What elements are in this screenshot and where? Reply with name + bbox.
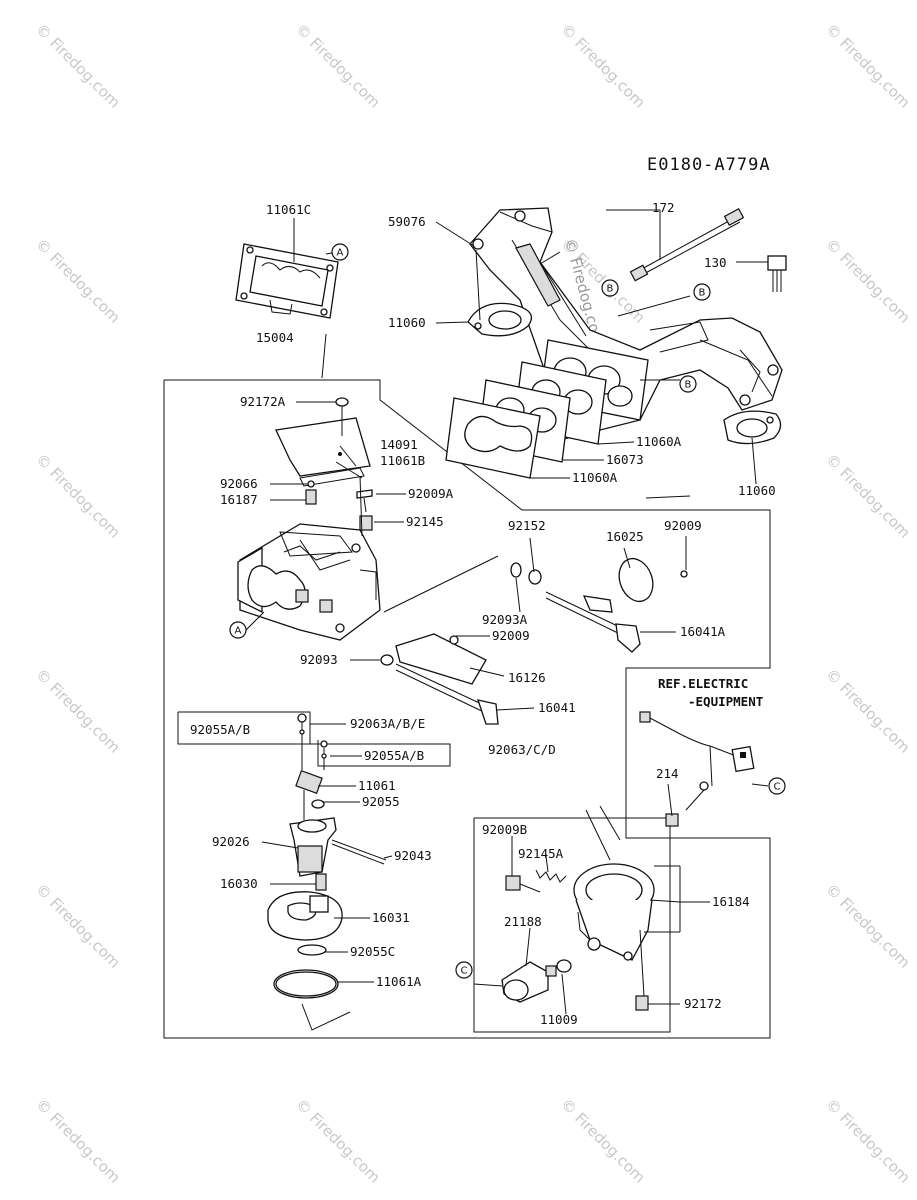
watermark: © Firedog.com: [32, 1095, 124, 1187]
part-label-11060a: 11060A: [572, 470, 618, 485]
part-label-16073: 16073: [606, 452, 644, 467]
runner-gaskets: [445, 361, 607, 479]
part-label-92093: 92093: [300, 652, 338, 667]
part-label-11009: 11009: [540, 1012, 578, 1027]
watermark: © Firedog.com: [32, 880, 124, 972]
leader-lines: [245, 209, 769, 1015]
part-label-92066: 92066: [220, 476, 258, 491]
part-label-92063abe: 92063A/B/E: [350, 716, 425, 731]
part-label-15004: 15004: [256, 330, 294, 345]
diagram-code: E0180-A779A: [647, 155, 771, 175]
part-label-92009a: 92009A: [408, 486, 454, 501]
ref-electric-note: REF.ELECTRIC -EQUIPMENT: [658, 676, 763, 709]
callout-a-letter: A: [235, 626, 242, 637]
part-label-92093a: 92093A: [482, 612, 528, 627]
callout-circles: A B B B A C C: [229, 243, 786, 979]
callout-a-circle: [331, 243, 349, 261]
watermark: © Firedog.com: [822, 450, 914, 542]
part-label-92009b: 92009B: [482, 822, 527, 837]
gasket-11061c: [235, 218, 339, 319]
part-label-92172a: 92172A: [240, 394, 286, 409]
watermark: © Firedog.com: [822, 20, 914, 112]
callout-c-circle: [455, 961, 473, 979]
part-label-16025: 16025: [606, 529, 644, 544]
watermark: © Firedog.com: [822, 235, 914, 327]
watermark: © Firedog.com: [32, 235, 124, 327]
part-label-21188: 21188: [504, 914, 542, 929]
ref-note-line2: -EQUIPMENT: [688, 694, 763, 709]
electric-assembly: [639, 711, 755, 827]
part-label-92172: 92172: [684, 996, 722, 1011]
callout-b-letter: B: [699, 288, 706, 299]
part-label-92145: 92145: [406, 514, 444, 529]
part-label-92055c: 92055C: [350, 944, 395, 959]
callout-b-letter: B: [607, 284, 614, 295]
part-labels: 11061C 59076 172 130 11060 15004 11060A …: [190, 200, 776, 1027]
callout-b-circle: [601, 279, 619, 297]
watermark: © Firedog.com: [32, 20, 124, 112]
callout-b-circle: [693, 283, 711, 301]
part-label-92009: 92009: [664, 518, 702, 533]
choke-shaft-assembly: [383, 555, 688, 653]
part-label-14091: 14091: [380, 437, 418, 452]
watermark: © Firedog.com: [32, 665, 124, 757]
part-label-11061: 11061: [358, 778, 396, 793]
float-assembly: [267, 713, 387, 1031]
part-label-92152: 92152: [508, 518, 546, 533]
throttle-shaft-assembly: [380, 633, 499, 725]
part-label-92009: 92009: [492, 628, 530, 643]
gasket-11060-right: [723, 410, 782, 445]
ref-note-line1: REF.ELECTRIC: [658, 676, 748, 691]
watermark: © Firedog.com: [557, 20, 649, 112]
callout-b-circle: [679, 375, 697, 393]
gasket-11060-left: [467, 302, 533, 337]
part-label-172: 172: [652, 200, 675, 215]
part-label-16041: 16041: [538, 700, 576, 715]
callout-b-letter: B: [685, 380, 692, 391]
callout-c-letter: C: [774, 782, 781, 793]
watermark: © Firedog.com: [557, 1095, 649, 1187]
part-label-92055ab: 92055A/B: [364, 748, 424, 763]
part-label-16126: 16126: [508, 670, 546, 685]
part-label-92043: 92043: [394, 848, 432, 863]
part-label-92063cd: 92063/C/D: [488, 742, 556, 757]
carburetor-body: [237, 397, 381, 641]
part-label-92026: 92026: [212, 834, 250, 849]
part-label-16187: 16187: [220, 492, 258, 507]
watermark: © Firedog.com: [822, 1095, 914, 1187]
part-label-92055ab: 92055A/B: [190, 722, 250, 737]
watermark: © Firedog.com: [292, 1095, 384, 1187]
bowl-assembly: [501, 863, 655, 1011]
part-label-16030: 16030: [220, 876, 258, 891]
part-label-214: 214: [656, 766, 679, 781]
watermark: © Firedog.com: [32, 450, 124, 542]
part-label-59076: 59076: [388, 214, 426, 229]
part-label-11060: 11060: [388, 315, 426, 330]
part-label-130: 130: [704, 255, 727, 270]
part-label-11061c: 11061C: [266, 202, 311, 217]
part-label-16041a: 16041A: [680, 624, 726, 639]
callout-a-circle: [229, 621, 247, 639]
part-label-16031: 16031: [372, 910, 410, 925]
part-label-92055: 92055: [362, 794, 400, 809]
part-label-11061a: 11061A: [376, 974, 422, 989]
callout-c-circle: [768, 777, 786, 795]
part-label-11060: 11060: [738, 483, 776, 498]
callout-a-letter: A: [337, 248, 344, 259]
part-label-92145a: 92145A: [518, 846, 564, 861]
watermark: © Firedog.com: [292, 20, 384, 112]
callout-c-letter: C: [461, 966, 468, 977]
part-label-11060a: 11060A: [636, 434, 682, 449]
watermark: © Firedog.com: [822, 880, 914, 972]
part-label-11061b: 11061B: [380, 453, 425, 468]
part-label-16184: 16184: [712, 894, 750, 909]
assembly-outline: [163, 379, 771, 1039]
watermark: © Firedog.com: [822, 665, 914, 757]
